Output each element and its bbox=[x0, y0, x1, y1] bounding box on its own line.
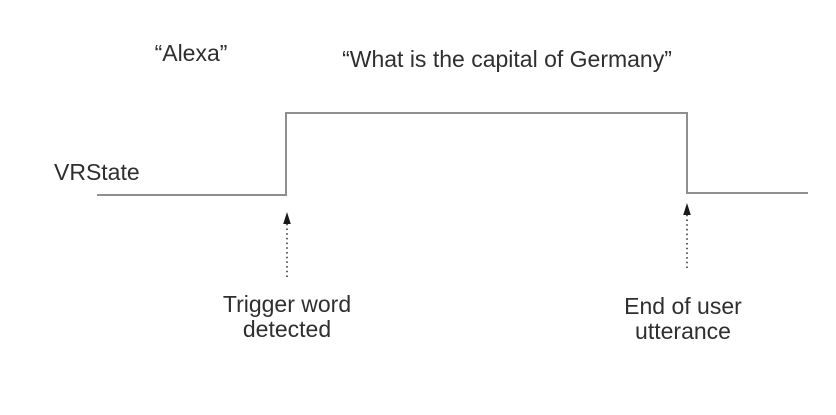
end-arrowhead-icon bbox=[683, 203, 691, 215]
user-utterance-quote-label: “What is the capital of Germany” bbox=[342, 46, 672, 72]
trigger-word-annotation: Trigger word detected bbox=[222, 291, 352, 342]
alexa-quote-label: “Alexa” bbox=[154, 40, 228, 66]
vrstate-signal-label: VRState bbox=[54, 159, 140, 185]
end-of-utterance-annotation: End of user utterance bbox=[624, 293, 742, 344]
vrstate-signal-line bbox=[97, 112, 808, 196]
trigger-arrowhead-icon bbox=[283, 212, 291, 224]
